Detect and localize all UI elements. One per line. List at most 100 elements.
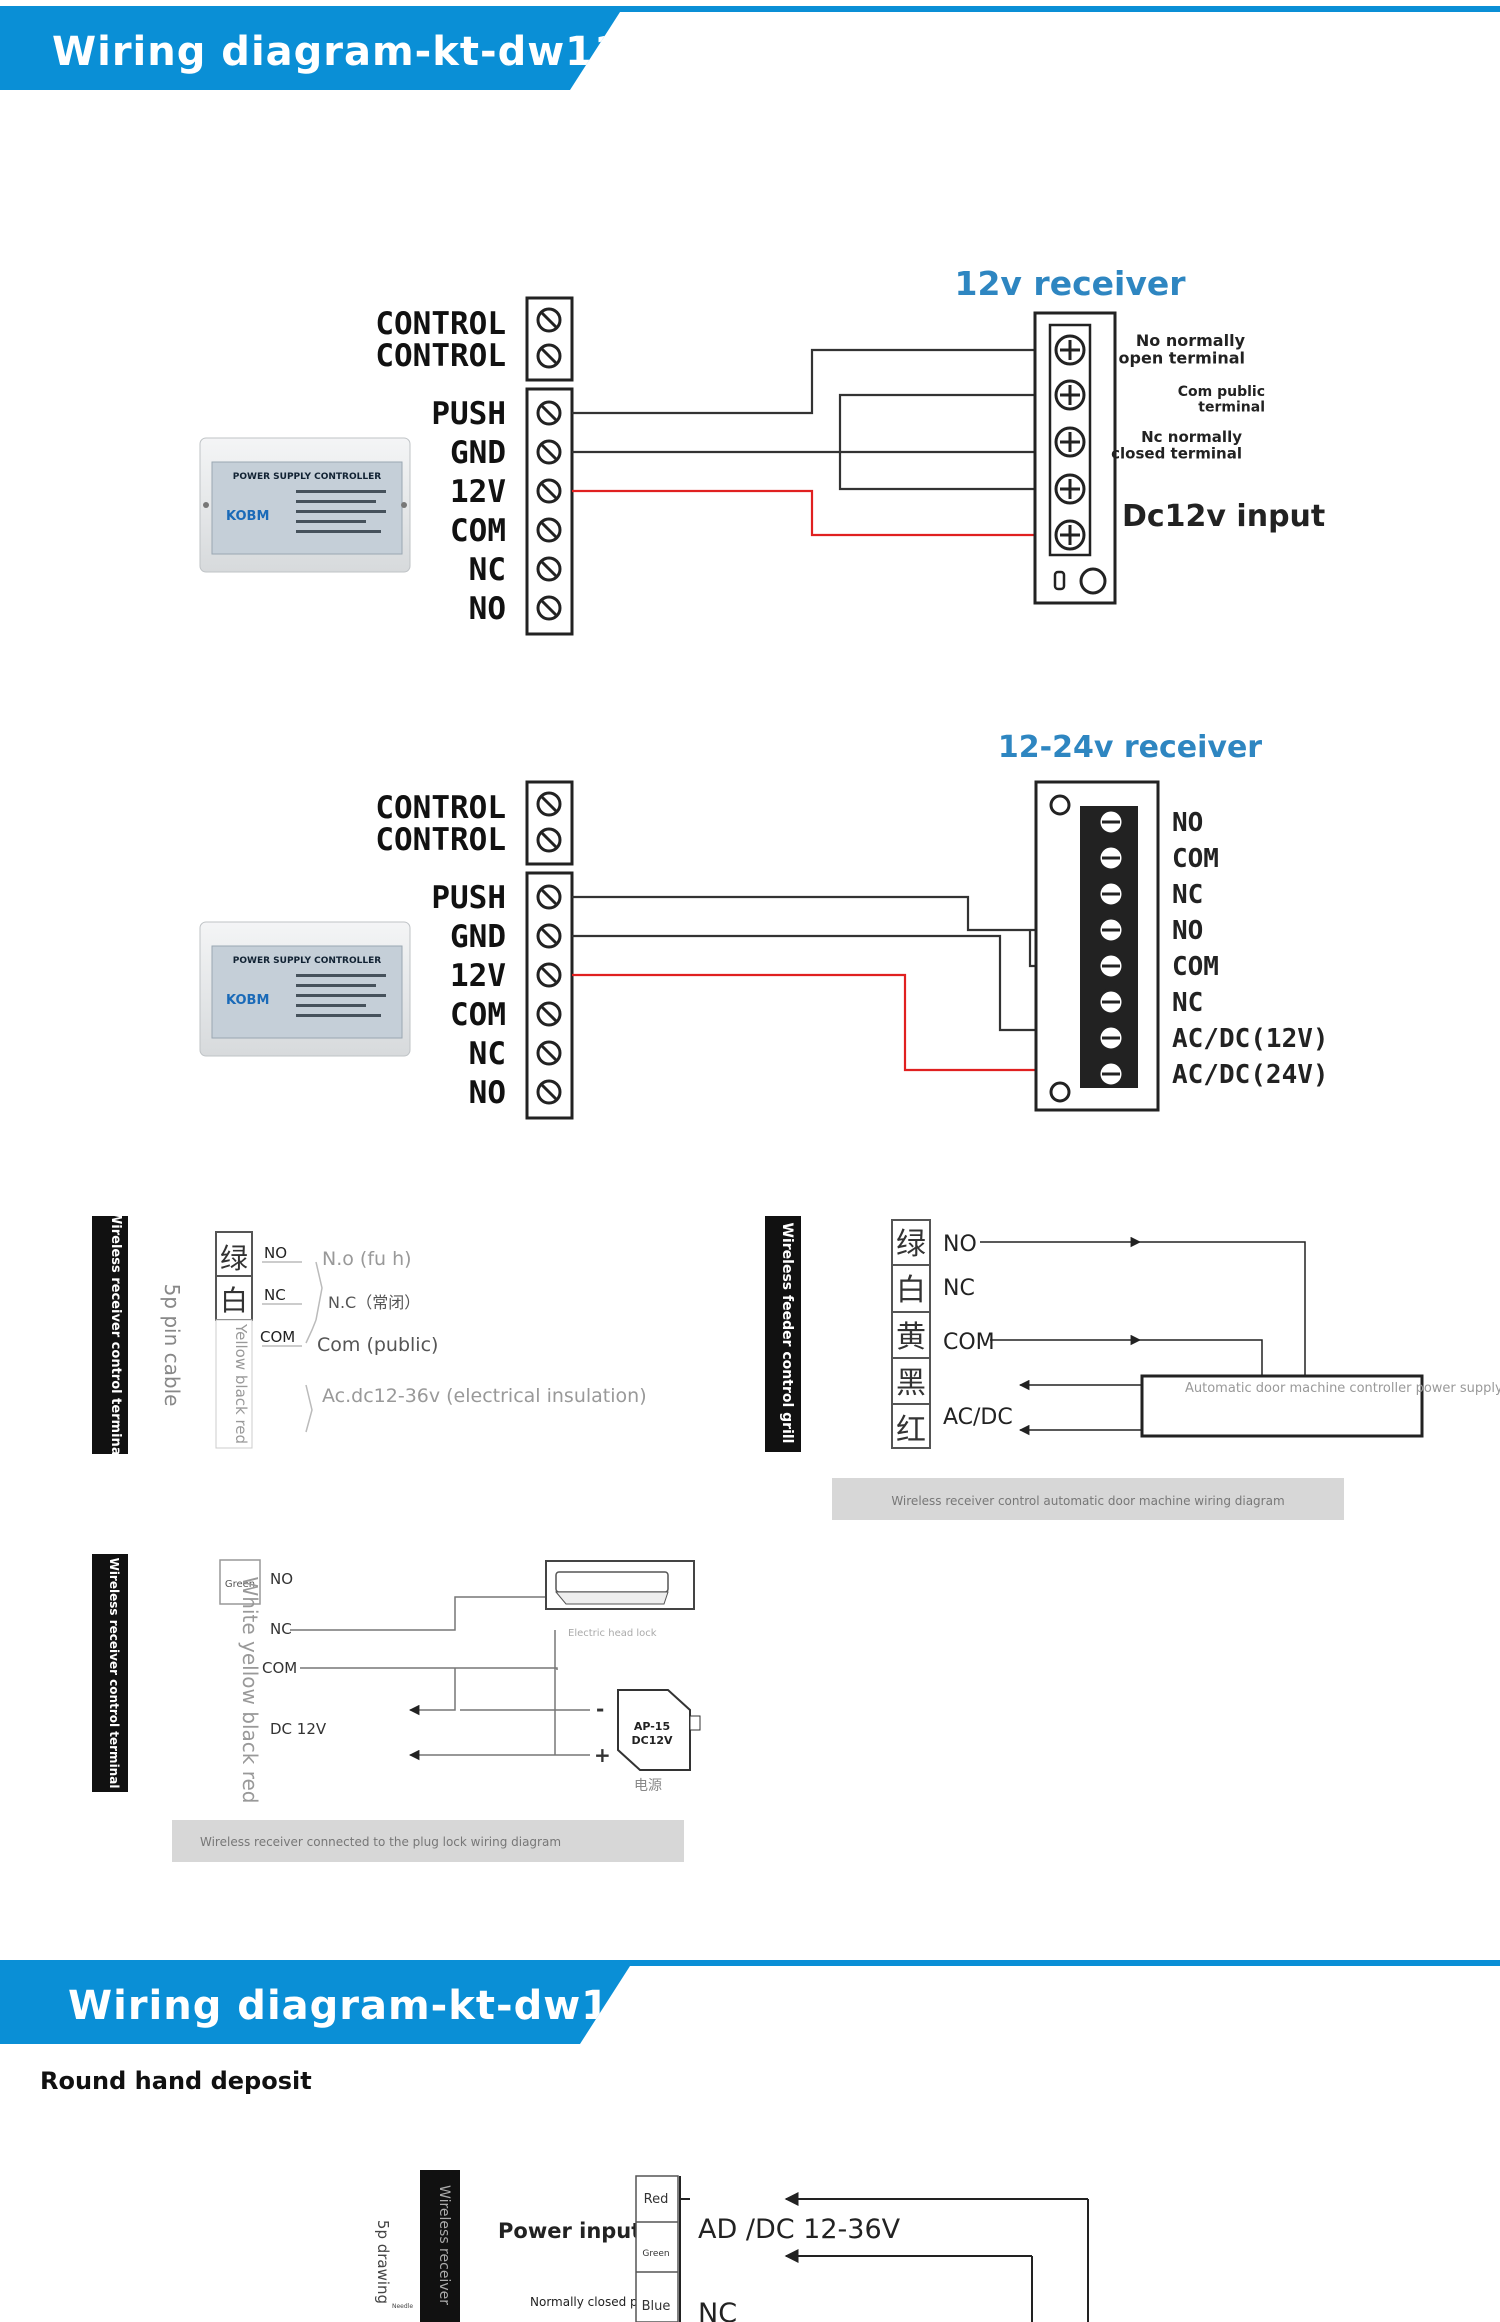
color-cells [891, 1219, 931, 1449]
wire-code: NC [270, 1620, 292, 1638]
wires [680, 2192, 1089, 2322]
wire-cells [635, 2175, 679, 2322]
char-cell: 黄 [896, 1320, 926, 1355]
wire-code: COM [943, 1330, 995, 1355]
adapter-text: AP-15 [634, 1720, 670, 1733]
wire-cell-labels: Red Green Blue [642, 2192, 671, 2314]
receiver-12-24v: 12-24v receiver [998, 730, 1262, 1112]
cell-label: Blue [642, 2299, 671, 2314]
power-supply-controller: POWER SUPPLY CONTROLLER KOBM [199, 921, 411, 1057]
banner-tab: Wiring diagram-kt-dw10 [0, 1966, 630, 2044]
side-bar [92, 1216, 128, 1454]
wire-12v [572, 489, 1057, 537]
wire-descriptions: N.o (fu h) N.C（常闭） Com (public) Ac.dc12-… [317, 1248, 647, 1407]
diagram-automatic-door: Wireless feeder control grill 绿 白 黄 黑 红 … [765, 1216, 1500, 1520]
terminal-label: NC [1172, 988, 1203, 1018]
side-label: Wireless receiver control terminal [107, 1558, 121, 1789]
terminal-label: NC [469, 552, 506, 588]
adapter-label: 电源 [634, 1778, 662, 1794]
side-bar [765, 1216, 801, 1452]
terminal-label: CONTROL [375, 790, 506, 826]
controller-header: POWER SUPPLY CONTROLLER [233, 472, 381, 482]
section-banner-kt-dw11: Wiring diagram-kt-dw11 [0, 6, 1500, 90]
tiny-label: Needle [392, 2303, 413, 2310]
terminal-label: NC [469, 1036, 506, 1072]
dc12v-input-label: Dc12v input [1122, 499, 1325, 534]
description: N.C（常闭） [328, 1293, 420, 1312]
side-label: Wireless feeder control grill [779, 1223, 795, 1444]
description: Com (public) [317, 1334, 438, 1356]
terminal-label: COM [1172, 952, 1219, 982]
caption-bar [832, 1478, 1344, 1520]
cable-label: 5p pin cable [160, 1284, 184, 1407]
wire-codes: NO NC COM DC 12V [262, 1570, 327, 1738]
wires [572, 348, 1057, 537]
terminal-label: GND [450, 435, 506, 471]
caption: Wireless receiver connected to the plug … [200, 1835, 561, 1849]
terminal-label: NO [1172, 916, 1203, 946]
section-title: Wiring diagram-kt-dw11 [52, 29, 623, 75]
supply-label: AD /DC 12-36V [698, 2214, 901, 2245]
wire-com2 [838, 452, 1057, 491]
terminal-label: COM [1172, 844, 1219, 874]
char-cell: 红 [896, 1413, 926, 1448]
receiver-terminal-labels: NO COM NC NO COM NC AC/DC(12V) AC/DC(24V… [1172, 808, 1329, 1090]
controller-header: POWER SUPPLY CONTROLLER [233, 956, 381, 966]
controller-label-plate [211, 945, 403, 1039]
char-cell: 白 [220, 1284, 248, 1317]
side-label: Wireless receiver control terminal [108, 1210, 123, 1460]
char-cell: 白 [896, 1273, 926, 1308]
terminal-label: PUSH [431, 396, 506, 432]
terminal-label: 12V [450, 474, 506, 510]
wire-gnd [572, 934, 1108, 1032]
terminal-label: NC [1172, 880, 1203, 910]
wire-code: NO [264, 1244, 287, 1262]
door-controller-text: Automatic door machine controller power … [1185, 1381, 1500, 1396]
minus-label: - [596, 1697, 604, 1721]
top-cell: Green [225, 1579, 255, 1590]
side-bar [420, 2170, 460, 2322]
nc-label: NC [698, 2298, 737, 2322]
controller-terminal-labels: CONTROL CONTROL PUSH GND 12V COM NC NO [375, 790, 506, 1111]
wire-code: NC [264, 1286, 286, 1304]
diagram-plug-lock: Wireless receiver control terminal Green… [92, 1554, 701, 1862]
wire-codes: NO NC COM [260, 1244, 295, 1346]
wire-code: COM [260, 1328, 295, 1346]
diagram-12v-receiver: POWER SUPPLY CONTROLLER KOBM CONTROL CON… [199, 264, 1325, 636]
wire-code: AC/DC [943, 1405, 1013, 1430]
wire-com [838, 393, 1057, 452]
terminal-label: PUSH [431, 880, 506, 916]
char-cell: 绿 [220, 1242, 248, 1275]
wires [980, 1236, 1306, 1436]
section-banner-kt-dw10: Wiring diagram-kt-dw10 [0, 1960, 1500, 2044]
door-controller-box [1140, 1374, 1424, 1438]
wire-colors-label: Yellow black red [232, 1323, 250, 1444]
power-adapter: AP-15 DC12V 电源 - + [594, 1689, 701, 1794]
terminal-label: AC/DC(24V) [1172, 1060, 1329, 1090]
wire-code: DC 12V [270, 1720, 327, 1738]
controller-brand: KOBM [226, 993, 269, 1008]
terminal-label: NO [469, 591, 506, 627]
caption: Wireless receiver control automatic door… [891, 1494, 1284, 1508]
wire-codes: NO NC COM AC/DC [943, 1232, 1013, 1430]
wire-colors-label: White yellow black red [238, 1577, 262, 1804]
cell-label: Red [644, 2192, 669, 2207]
diagram-12-24v-receiver: POWER SUPPLY CONTROLLER KOBM CONTROL CON… [199, 730, 1329, 1120]
terminal-label: CONTROL [375, 306, 506, 342]
side-bar [92, 1554, 128, 1792]
nc-point-label: Normally closed point [530, 2295, 661, 2309]
diagram-receiver-cable: Wireless receiver control terminal 5p pi… [92, 1210, 647, 1460]
pin-label: 5p drawing [374, 2220, 392, 2304]
wire-code: COM [262, 1659, 297, 1677]
wire-code: NO [943, 1232, 977, 1257]
controller-terminal-block [525, 780, 574, 1120]
power-input-label: Power input [498, 2219, 641, 2243]
wire-code: NC [943, 1276, 975, 1301]
terminal-label: COM [450, 997, 506, 1033]
side-label: Wireless receiver [436, 2185, 452, 2305]
terminal-label: 12V [450, 958, 506, 994]
color-chars: 绿 白 黄 黑 红 [896, 1227, 926, 1448]
